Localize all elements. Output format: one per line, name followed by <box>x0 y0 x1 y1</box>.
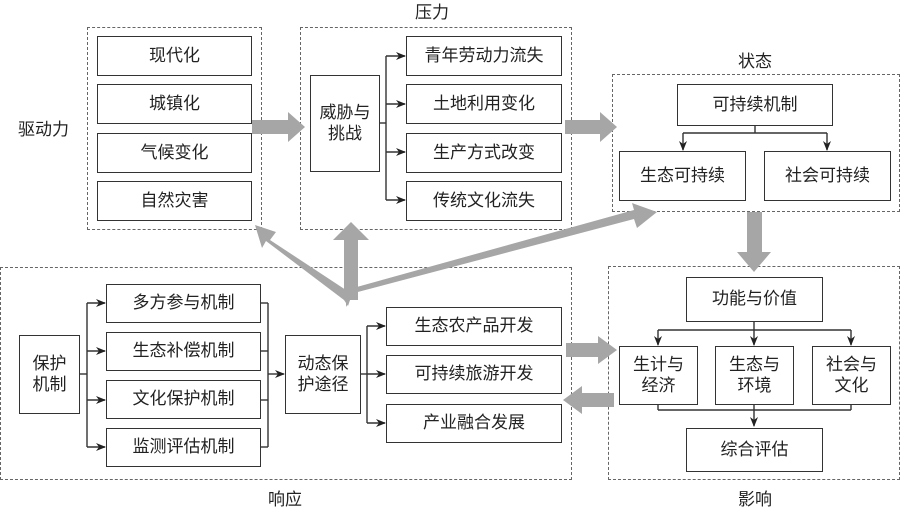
response-mechanism-monitoring: 监测评估机制 <box>106 428 261 467</box>
arrow-state-to-impact <box>737 212 771 272</box>
pressure-source-line-2: 挑战 <box>328 123 362 144</box>
response-path-dynamic-protection: 动态保 护途径 <box>285 335 361 414</box>
response-label: 响应 <box>268 490 302 510</box>
impact-item-3-line-1: 社会与 <box>826 354 877 375</box>
response-mechanism-multi-party: 多方参与机制 <box>106 284 261 323</box>
response-source-line-1: 保护 <box>32 353 67 374</box>
impact-item-society-culture: 社会与 文化 <box>812 346 891 405</box>
pressure-item-youth-labor-loss: 青年劳动力流失 <box>406 36 562 76</box>
arrow-response-to-state <box>346 203 657 307</box>
impact-item-ecology-environment: 生态与 环境 <box>715 346 794 405</box>
response-path-line-1: 动态保 <box>297 353 349 374</box>
pressure-item-culture-loss: 传统文化流失 <box>406 181 562 221</box>
impact-item-2-line-2: 环境 <box>737 375 772 396</box>
state-item-ecological-sustainability: 生态可持续 <box>619 151 746 201</box>
arrow-pressure-to-state <box>565 112 617 142</box>
pressure-source-threats: 威胁与 挑战 <box>310 75 380 172</box>
driving-item-climate-change: 气候变化 <box>97 133 252 173</box>
impact-label: 影响 <box>738 490 772 510</box>
driving-item-urbanization: 城镇化 <box>97 84 252 124</box>
pressure-label: 压力 <box>415 3 449 23</box>
impact-item-3-line-2: 文化 <box>834 375 869 396</box>
impact-item-2-line-1: 生态与 <box>729 354 780 375</box>
impact-item-livelihood-economy: 生计与 经济 <box>619 346 698 405</box>
impact-source-function-value: 功能与价值 <box>686 277 823 322</box>
pressure-source-line-1: 威胁与 <box>319 102 371 123</box>
impact-item-1-line-2: 经济 <box>641 375 676 396</box>
driving-item-natural-disasters: 自然灾害 <box>97 181 252 221</box>
arrow-impact-to-response <box>563 386 614 414</box>
response-group <box>0 267 572 480</box>
arrow-driving-to-pressure <box>252 112 305 142</box>
impact-item-1-line-1: 生计与 <box>633 354 684 375</box>
response-source-line-2: 机制 <box>32 374 67 395</box>
state-label: 状态 <box>738 52 772 72</box>
pressure-item-production-change: 生产方式改变 <box>406 133 562 173</box>
impact-target-comprehensive-assessment: 综合评估 <box>686 428 823 472</box>
response-path-line-2: 护途径 <box>297 374 349 395</box>
response-mechanism-culture-protection: 文化保护机制 <box>106 380 261 419</box>
response-outcome-sustainable-tourism: 可持续旅游开发 <box>386 355 562 394</box>
driving-force-label: 驱动力 <box>18 120 69 140</box>
state-source-sustainability-mechanism: 可持续机制 <box>677 84 833 126</box>
driving-item-modernization: 现代化 <box>97 36 252 76</box>
response-mechanism-eco-compensation: 生态补偿机制 <box>106 332 261 371</box>
arrow-response-to-driving <box>255 225 352 306</box>
response-outcome-eco-agri-products: 生态农产品开发 <box>386 307 562 346</box>
arrow-response-to-impact <box>566 336 617 364</box>
pressure-item-land-use-change: 土地利用变化 <box>406 84 562 124</box>
response-outcome-industry-integration: 产业融合发展 <box>386 404 562 443</box>
arrow-response-to-pressure <box>333 222 369 300</box>
state-item-social-sustainability: 社会可持续 <box>764 151 891 201</box>
response-source-protection-mechanism: 保护 机制 <box>19 335 80 414</box>
